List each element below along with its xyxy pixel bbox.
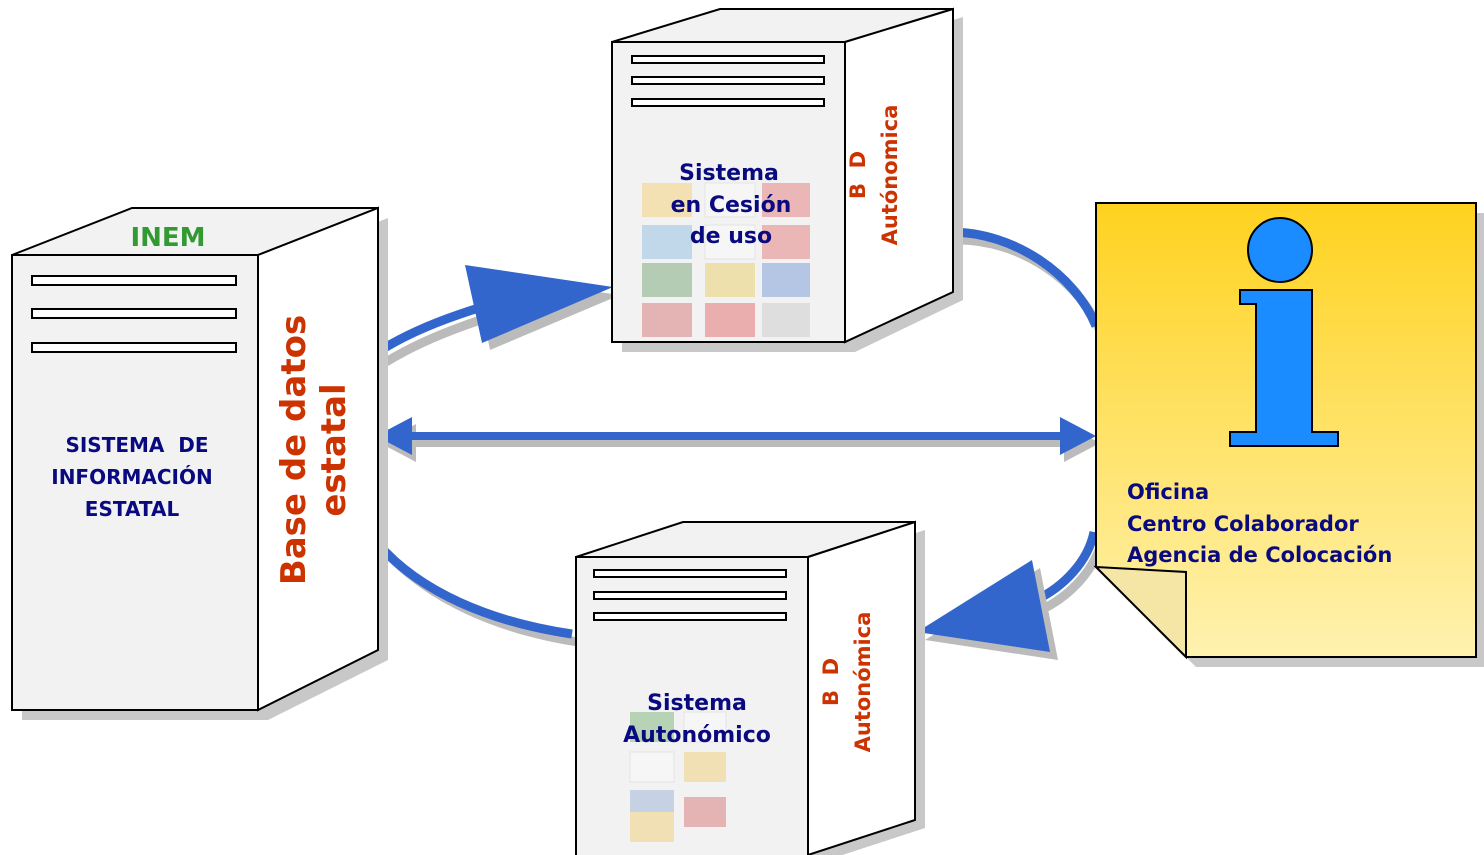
bidirectional-arrow <box>376 417 1100 462</box>
arrowhead-to-cession <box>465 265 613 343</box>
state-side-label-line-1: Base de datos <box>274 315 314 585</box>
drive-slot <box>593 569 787 578</box>
cession-title-line-2: en Cesión <box>671 193 792 218</box>
cession-title-line-1: Sistema <box>679 161 779 186</box>
cession-server-front <box>611 41 846 343</box>
regional-flags-watermark <box>642 182 810 337</box>
drive-slot <box>631 55 825 64</box>
arrowhead-to-autonomic <box>917 560 1050 652</box>
cession-side-label-line-1: B D <box>846 151 870 199</box>
flag-icon <box>704 182 756 218</box>
autonomic-title-line-1: Sistema <box>647 691 747 716</box>
state-server: INEM SISTEMA DE INFORMACIÓN ESTATAL Base… <box>11 206 388 720</box>
drive-slot <box>31 308 237 319</box>
office-line-2: Centro Colaborador <box>1127 512 1359 536</box>
flag-icon <box>642 263 692 297</box>
autonomic-server: Sistema Autonómico B D Autonómica <box>575 520 925 855</box>
flag-icon <box>683 711 727 743</box>
drive-slot <box>31 275 237 286</box>
regional-flags-watermark <box>629 711 727 842</box>
flag-icon <box>684 797 726 827</box>
drive-slot <box>631 76 825 85</box>
drive-slot <box>31 342 237 353</box>
state-title-line-3: ESTATAL <box>85 497 180 521</box>
arrowhead-right <box>1060 417 1096 455</box>
inem-label: INEM <box>130 223 205 253</box>
state-title-line-1: SISTEMA DE <box>65 433 208 457</box>
autonomic-title-line-2: Autonómico <box>623 723 771 748</box>
flag-icon <box>762 225 810 259</box>
drive-slot <box>593 591 787 600</box>
autonomic-server-front <box>575 556 809 855</box>
flag-icon <box>705 303 755 337</box>
curve-autonomic-to-state <box>374 541 573 639</box>
flag-icon <box>642 225 692 259</box>
connections <box>374 227 1107 660</box>
cession-side-label-line-2: Autónomica <box>878 105 902 246</box>
flag-icon <box>762 183 810 217</box>
flag-icon <box>762 303 810 337</box>
drive-slot <box>631 98 825 107</box>
drive-slot <box>593 612 787 621</box>
flag-icon <box>630 790 674 820</box>
flag-icon <box>630 712 674 742</box>
state-title-line-2: INFORMACIÓN <box>51 465 212 489</box>
cession-title-line-3: de uso <box>690 224 772 249</box>
cession-server: Sistema en Cesión de uso B D Autónomica <box>611 7 963 352</box>
flag-icon <box>705 263 755 297</box>
arrowhead-left <box>376 417 412 455</box>
flag-icon <box>630 812 674 842</box>
curve-cession-to-office <box>949 227 1101 328</box>
flag-icon <box>704 224 756 260</box>
flag-icon <box>762 263 810 297</box>
office-line-3: Agencia de Colocación <box>1127 543 1392 567</box>
flag-icon <box>629 751 675 783</box>
office-line-1: Oficina <box>1127 480 1209 504</box>
flag-icon <box>642 303 692 337</box>
office-note: Oficina Centro Colaborador Agencia de Co… <box>1093 202 1484 667</box>
info-i-icon <box>1229 217 1339 447</box>
autonomic-side-label-line-2: Autonómica <box>851 612 875 753</box>
autonomic-side-label-line-1: B D <box>819 658 843 706</box>
state-side-label-line-2: estatal <box>314 383 354 516</box>
flag-icon <box>684 752 726 782</box>
flag-icon <box>642 183 692 217</box>
state-server-front <box>11 254 259 711</box>
office-note-fold <box>1093 565 1187 660</box>
